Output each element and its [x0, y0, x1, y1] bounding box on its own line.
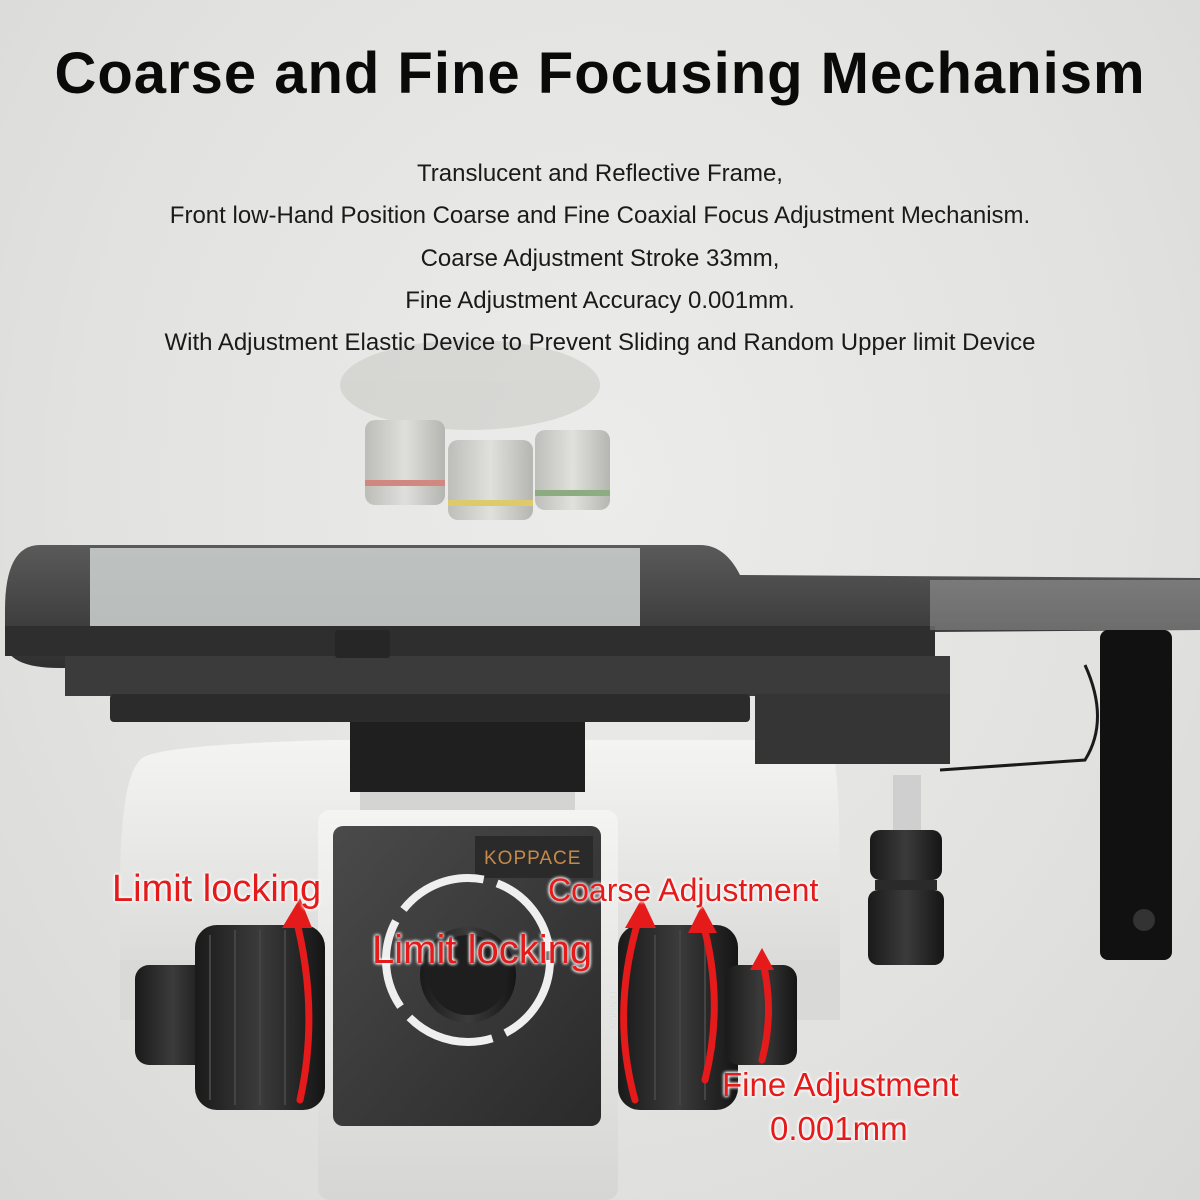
tension-ring	[382, 874, 554, 1046]
callout-limit-locking-center: Limit locking	[372, 928, 593, 972]
light-column	[1100, 630, 1172, 960]
description-line-4: Fine Adjustment Accuracy 0.001mm.	[405, 287, 795, 314]
callout-fine-adjustment: Fine Adjustment	[722, 1066, 959, 1103]
page-title: Coarse and Fine Focusing Mechanism	[54, 41, 1146, 106]
stage	[5, 545, 1200, 764]
description-line-5: With Adjustment Elastic Device to Preven…	[164, 329, 1036, 356]
right-focus-knobs	[618, 925, 797, 1110]
stage-clip	[335, 630, 390, 658]
xy-control	[868, 775, 944, 965]
tension-label: TENSION	[608, 990, 618, 1029]
description-line-1: Translucent and Reflective Frame,	[417, 160, 783, 187]
description-line-3: Coarse Adjustment Stroke 33mm,	[420, 245, 780, 272]
left-focus-knobs	[135, 925, 325, 1110]
glass-plate	[90, 548, 640, 626]
callout-limit-locking-left: Limit locking	[112, 868, 322, 910]
stage-support	[350, 722, 585, 792]
brand-label: KOPPACE	[484, 848, 582, 869]
callout-fine-adjustment-value: 0.001mm	[770, 1110, 908, 1147]
callout-coarse-adjustment: Coarse Adjustment	[548, 872, 819, 908]
nosepiece	[340, 340, 610, 520]
description-line-2: Front low-Hand Position Coarse and Fine …	[169, 202, 1031, 229]
arrow-heads	[282, 898, 774, 970]
